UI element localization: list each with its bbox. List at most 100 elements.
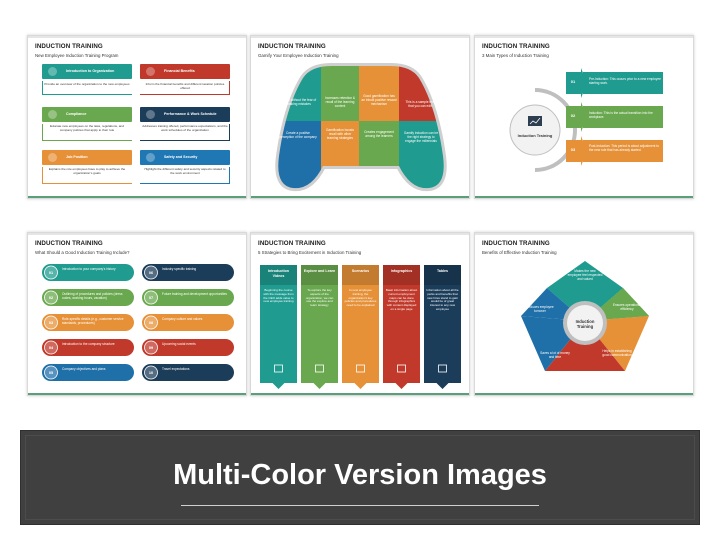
gamepad-shape: [275, 63, 447, 192]
slide-title: INDUCTION TRAINING: [482, 43, 550, 50]
pill-number-circle: [144, 365, 158, 380]
strategy-column-icon: [397, 364, 406, 373]
pill-number: 03: [48, 320, 54, 325]
slide-subtitle: New Employee Induction Training Program: [35, 53, 119, 58]
strategy-columns: [260, 265, 461, 389]
slide-title: INDUCTION TRAINING: [35, 43, 103, 50]
pill-number: 10: [148, 370, 154, 375]
pill-number-circle: [44, 340, 58, 355]
strategy-text: Basic information about current employme…: [385, 289, 418, 311]
footer-banner: Multi-Color Version Images: [20, 430, 700, 525]
globe-icon: [48, 67, 57, 76]
slide-thumbnail-program[interactable]: INDUCTION TRAINING New Employee Inductio…: [27, 35, 247, 199]
strategy-text: In new employee training, the organizati…: [344, 289, 377, 308]
pill-number: 05: [48, 370, 54, 375]
strategy-column-header: [424, 265, 461, 285]
strategy-label: Infographics: [390, 269, 413, 273]
program-box-4: Performance & Work Schedule: [140, 107, 230, 122]
pill-text: Outlining of procedures and policies (dr…: [62, 292, 123, 300]
center-label: Induction Training: [575, 319, 595, 329]
slide-subtitle: Benefits of Effective Induction Training: [482, 250, 557, 255]
pill-text: Company objectives and plans: [62, 367, 106, 371]
program-box-6: Safety and Security: [140, 150, 230, 165]
pill-number-circle: [44, 315, 58, 330]
pill-number-circle: [44, 290, 58, 305]
strategy-column-header: [301, 265, 338, 285]
pill-number: 04: [48, 345, 54, 350]
slide-title: INDUCTION TRAINING: [35, 240, 103, 247]
strategy-column-header: [260, 265, 297, 285]
banner-underline: [181, 505, 539, 506]
strategy-label: Introduction Videos: [268, 269, 289, 278]
program-box-5: Job Position: [42, 150, 132, 165]
include-pill: [142, 339, 234, 356]
strategy-column: [342, 265, 379, 389]
pill-text: Industry specific training: [162, 267, 197, 271]
pill-text: Upcoming social events: [162, 342, 196, 346]
strategy-column: [383, 265, 420, 389]
include-pill: [42, 264, 134, 281]
program-box-2: Financial Benefits: [140, 64, 230, 79]
slide-subtitle: Gamify Your Employee Induction Training: [258, 53, 339, 58]
pill-text: Introduction to the company structure: [62, 342, 115, 346]
pill-number-circle: [144, 315, 158, 330]
strategy-text: To explore the key aspects of the organi…: [305, 289, 334, 308]
center-label: Induction Training: [517, 133, 553, 138]
pill-number: 07: [148, 295, 154, 300]
strategy-label: Tables: [436, 269, 449, 273]
include-pill: [142, 364, 234, 381]
strategy-column-icon: [438, 364, 447, 373]
pill-text: Travel expectations: [162, 367, 190, 371]
pill-number-circle: [44, 265, 58, 280]
include-pill: [142, 289, 234, 306]
clock-icon: [146, 110, 155, 119]
pill-text: Future training and development opportun…: [162, 292, 228, 296]
include-pill: [42, 289, 134, 306]
slide-title: INDUCTION TRAINING: [482, 240, 550, 247]
strategy-label: Explore and Learn: [303, 269, 336, 273]
pill-number-circle: [144, 340, 158, 355]
strategy-column-header: [383, 265, 420, 285]
pill-number: 02: [48, 295, 54, 300]
pill-number-circle: [144, 290, 158, 305]
strategy-column: [301, 265, 338, 389]
pill-number-circle: [44, 365, 58, 380]
slide-thumbnail-types[interactable]: INDUCTION TRAINING 3 Main Types of Induc…: [474, 35, 694, 199]
pill-text: Introduction to your company's history: [62, 267, 116, 271]
banner-title: Multi-Color Version Images: [173, 459, 547, 491]
pill-number: 08: [148, 320, 154, 325]
strategy-column-icon: [315, 364, 324, 373]
slide-thumbnail-strategies[interactable]: INDUCTION TRAINING 5 Strategies to Bring…: [250, 232, 470, 396]
handshake-icon: [48, 110, 57, 119]
strategy-column: [260, 265, 297, 389]
strategy-text: Information about all the perks and bene…: [426, 289, 459, 311]
strategy-column-header: [342, 265, 379, 285]
pentagon-diagram: [521, 261, 649, 371]
types-diagram: [509, 68, 663, 172]
slide-thumbnail-benefits[interactable]: INDUCTION TRAINING Benefits of Effective…: [474, 232, 694, 396]
briefcase-icon: [48, 153, 57, 162]
include-pill: [142, 314, 234, 331]
slide-title: INDUCTION TRAINING: [258, 240, 326, 247]
include-pill: [42, 364, 134, 381]
shield-icon: [146, 153, 155, 162]
strategy-column-icon: [274, 364, 283, 373]
program-box-1: Introduction to Organization: [42, 64, 132, 79]
include-pill: [142, 264, 234, 281]
slide-thumbnail-gamify[interactable]: INDUCTION TRAINING Gamify Your Employee …: [250, 35, 470, 199]
include-pill: [42, 339, 134, 356]
pill-number: 06: [148, 270, 154, 275]
strategy-text: Beginning the course with the message fr…: [263, 289, 294, 304]
slide-title: INDUCTION TRAINING: [258, 43, 326, 50]
pill-number: 09: [148, 345, 154, 350]
strategy-label: Scenarios: [351, 269, 370, 273]
slide-subtitle: What Should a Good Induction Training In…: [35, 250, 130, 255]
slide-subtitle: 3 Main Types of Induction Training: [482, 53, 549, 58]
include-list: [42, 264, 234, 381]
slide-thumbnail-include[interactable]: INDUCTION TRAINING What Should a Good In…: [27, 232, 247, 396]
include-pill: [42, 314, 134, 331]
money-icon: [146, 67, 155, 76]
program-box-3: Compliance: [42, 107, 132, 122]
strategy-column-icon: [356, 364, 365, 373]
slide-subtitle: 5 Strategies to Bring Excitement in Indu…: [258, 250, 362, 255]
